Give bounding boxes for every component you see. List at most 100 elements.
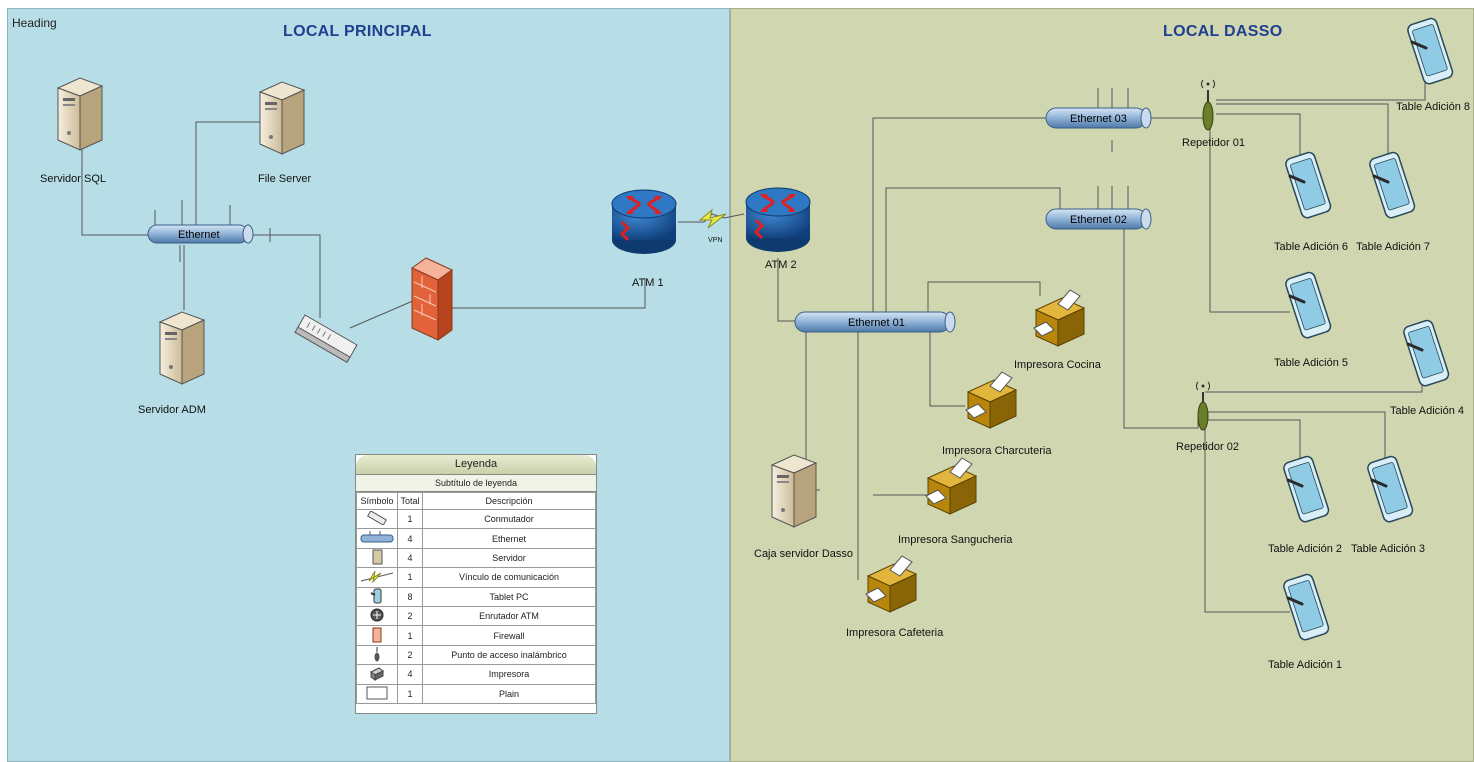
legend-row: 1 Plain (356, 683, 596, 704)
tablet1-icon (1280, 571, 1332, 643)
impresora-charcuteria-label: Impresora Charcuteria (942, 445, 1052, 457)
impresora-cocina-icon (1033, 289, 1085, 347)
atm1-router-icon (610, 188, 678, 256)
legend-total: 4 (397, 664, 423, 685)
tablet6-label: Table Adición 6 (1274, 241, 1348, 253)
legend-row: 4 Servidor (356, 547, 596, 569)
impresora-charcuteria-icon (965, 371, 1017, 429)
legend-description: Servidor (422, 547, 596, 569)
heading-label: Heading (12, 16, 57, 30)
legend-subtitle: Subtítulo de leyenda (356, 475, 596, 492)
legend-description: Punto de acceso inalámbrico (422, 644, 596, 666)
tablet4-label: Table Adición 4 (1390, 405, 1464, 417)
legend-description: Conmutador (422, 508, 596, 530)
printer-icon (356, 664, 398, 685)
atm2-router-icon (744, 186, 812, 254)
tablet5-icon (1282, 269, 1334, 341)
legend-panel: Leyenda Subtítulo de leyenda Símbolo Tot… (355, 454, 597, 714)
atm2-label: ATM 2 (765, 259, 797, 271)
legend-row: 8 Tablet PC (356, 586, 596, 607)
legend-total: 1 (397, 567, 423, 588)
ethernet-bus-principal (147, 200, 271, 262)
servidor-sql-icon (57, 77, 103, 151)
ethernet02-bus (1045, 186, 1152, 230)
tablet7-icon (1366, 149, 1418, 221)
impresora-sangucheria-label: Impresora Sangucheria (898, 534, 1013, 546)
legend-description: Firewall (422, 625, 596, 646)
legend-description: Enrutador ATM (422, 605, 596, 627)
zone-title-principal: LOCAL PRINCIPAL (283, 23, 432, 40)
ethernet03-bus (1045, 88, 1152, 129)
legend-description: Impresora (422, 664, 596, 685)
legend-total: 4 (397, 528, 423, 549)
dasso-links (777, 80, 1426, 613)
impresora-sangucheria-icon (925, 457, 977, 515)
ethernet03-label: Ethernet 03 (1070, 113, 1127, 125)
legend-description: Plain (422, 683, 596, 704)
tablet6-icon (1282, 149, 1334, 221)
router-icon (356, 605, 398, 627)
vpn-link-icon (678, 208, 745, 229)
tablet1-label: Table Adición 1 (1268, 659, 1342, 671)
servidor-sql-label: Servidor SQL (40, 173, 106, 185)
legend-total: 2 (397, 605, 423, 627)
legend-description: Ethernet (422, 528, 596, 549)
legend-header-total: Total (397, 492, 423, 510)
ethernet02-label: Ethernet 02 (1070, 214, 1127, 226)
zone-local-dasso (730, 8, 1474, 762)
repetidor01-icon (1200, 79, 1216, 131)
atm1-label: ATM 1 (632, 277, 664, 289)
legend-description: Vínculo de comunicación (422, 567, 596, 588)
tablet7-label: Table Adición 7 (1356, 241, 1430, 253)
tablet5-label: Table Adición 5 (1274, 357, 1348, 369)
tablet-icon (356, 586, 398, 607)
impresora-cocina-label: Impresora Cocina (1014, 359, 1102, 371)
firewall-icon (356, 625, 398, 646)
servidor-adm-icon (159, 311, 205, 385)
caja-servidor-icon (771, 454, 817, 528)
repetidor02-label: Repetidor 02 (1176, 441, 1239, 453)
legend-total: 1 (397, 508, 423, 530)
legend-total: 2 (397, 644, 423, 666)
ethernet-label: Ethernet (178, 229, 220, 241)
repetidor01-label: Repetidor 01 (1182, 137, 1245, 149)
impresora-cafeteria-label: Impresora Cafeteria (846, 627, 944, 639)
zone-title-dasso: LOCAL DASSO (1163, 23, 1283, 40)
impresora-cafeteria-icon (865, 555, 917, 613)
legend-table: Símbolo Total Descripción 1 Conmutador 4… (356, 492, 596, 704)
legend-row: 4 Ethernet (356, 528, 596, 549)
legend-row: 1 Vínculo de comunicación (356, 567, 596, 588)
ethernet01-label: Ethernet 01 (848, 317, 905, 329)
switch-icon (356, 508, 398, 530)
legend-header-description: Descripción (422, 492, 596, 510)
file-server-icon (259, 81, 305, 155)
legend-description: Tablet PC (422, 586, 596, 607)
legend-total: 8 (397, 586, 423, 607)
tablet8-label: Table Adición 8 (1396, 101, 1470, 113)
caja-servidor-label: Caja servidor Dasso (754, 548, 853, 560)
legend-total: 4 (397, 547, 423, 569)
repetidor02-icon (1195, 381, 1211, 431)
firewall-icon (411, 257, 453, 341)
tablet8-icon (1404, 15, 1456, 87)
ethernet01-bus (794, 311, 956, 333)
plain-icon (356, 683, 398, 704)
server-icon (356, 547, 398, 569)
ethernet-icon (356, 528, 398, 549)
legend-header-symbol: Símbolo (356, 492, 398, 510)
tablet3-label: Table Adición 3 (1351, 543, 1425, 555)
tablet2-label: Table Adición 2 (1268, 543, 1342, 555)
tablet3-icon (1364, 453, 1416, 525)
principal-links (81, 121, 646, 329)
tablet4-icon (1400, 317, 1452, 389)
file-server-label: File Server (258, 173, 312, 185)
switch-icon (294, 314, 358, 364)
legend-total: 1 (397, 683, 423, 704)
vpn-label: VPN (708, 237, 722, 244)
access-point-icon (356, 644, 398, 666)
link-icon (356, 567, 398, 588)
legend-title: Leyenda (356, 455, 596, 475)
servidor-adm-label: Servidor ADM (138, 404, 206, 416)
tablet2-icon (1280, 453, 1332, 525)
